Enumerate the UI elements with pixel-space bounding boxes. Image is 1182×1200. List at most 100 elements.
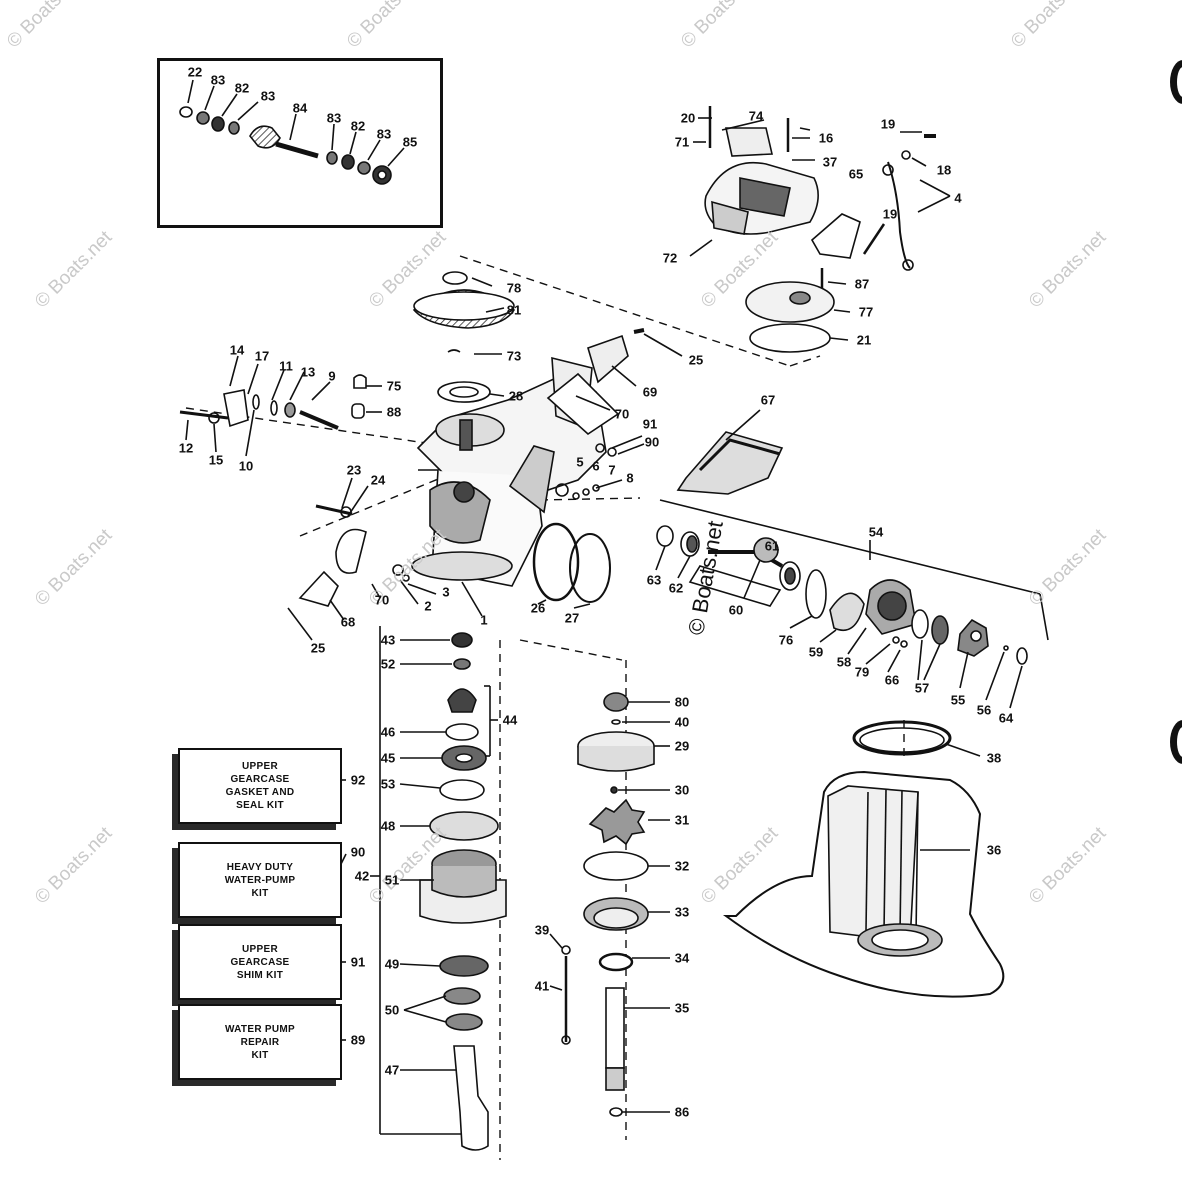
kit-label: WATER PUMP REPAIR KIT	[224, 1023, 296, 1061]
callout-label: 86	[674, 1104, 690, 1120]
kit-label: UPPER GEARCASE SHIM KIT	[230, 943, 290, 981]
callout-label: 51	[384, 872, 400, 888]
callout-label: 79	[854, 664, 870, 680]
callout-label: 7	[608, 462, 616, 478]
callout-label: 63	[646, 572, 662, 588]
callout-label: 39	[534, 922, 550, 938]
callout-label: 92	[350, 772, 366, 788]
callout-label: 42	[354, 868, 370, 884]
callout-label: 38	[986, 750, 1002, 766]
inset-parts	[179, 79, 405, 185]
callout-label: 43	[380, 632, 396, 648]
callout-label: 67	[760, 392, 776, 408]
callout-label: 1	[480, 612, 488, 628]
kit-box-heavy-duty-water-pump: HEAVY DUTY WATER-PUMP KIT	[178, 842, 342, 918]
callout-label: 88	[386, 404, 402, 420]
callout-label: 90	[644, 434, 660, 450]
callout-label: 74	[748, 108, 764, 124]
callout-label: 62	[668, 580, 684, 596]
callout-label: 9	[328, 368, 336, 384]
callout-label: 90	[350, 844, 366, 860]
callout-label: 13	[300, 364, 316, 380]
callout-label: 32	[674, 858, 690, 874]
callout-label: 12	[178, 440, 194, 456]
callout-label: 34	[674, 950, 690, 966]
callout-label: 55	[950, 692, 966, 708]
callout-label: 45	[380, 750, 396, 766]
callout-label: 80	[674, 694, 690, 710]
callout-label: 27	[564, 610, 580, 626]
callout-label: 47	[384, 1062, 400, 1078]
callout-label: 68	[340, 614, 356, 630]
callout-label: 89	[350, 1032, 366, 1048]
callout-label: 91	[350, 954, 366, 970]
callout-label: 70	[614, 406, 630, 422]
page-edge-mark	[1170, 720, 1182, 764]
callout-label: 4	[954, 190, 962, 206]
callout-label: 29	[674, 738, 690, 754]
callout-label: 58	[836, 654, 852, 670]
callout-label: 35	[674, 1000, 690, 1016]
callout-label: 77	[858, 304, 874, 320]
callout-label: 10	[238, 458, 254, 474]
callout-label: 31	[674, 812, 690, 828]
callout-label: 26	[530, 600, 546, 616]
callout-label: 19	[880, 116, 896, 132]
callout-label: 78	[506, 280, 522, 296]
callout-label: 41	[534, 978, 550, 994]
callout-label: 85	[402, 134, 418, 150]
callout-label: 83	[376, 126, 392, 142]
callout-label: 8	[626, 470, 634, 486]
inset-frame	[157, 58, 443, 228]
callout-label: 33	[674, 904, 690, 920]
callout-label: 73	[506, 348, 522, 364]
callout-label: 19	[882, 206, 898, 222]
callout-label: 3	[442, 584, 450, 600]
callout-label: 69	[642, 384, 658, 400]
callout-label: 83	[260, 88, 276, 104]
kit-box-gasket-seal: UPPER GEARCASE GASKET AND SEAL KIT	[178, 748, 342, 824]
upper-gearcase	[179, 271, 784, 641]
callout-label: 6	[592, 458, 600, 474]
callout-label: 56	[976, 702, 992, 718]
callout-label: 75	[386, 378, 402, 394]
kit-label: UPPER GEARCASE GASKET AND SEAL KIT	[225, 761, 295, 811]
callout-label: 25	[310, 640, 326, 656]
callout-label: 49	[384, 956, 400, 972]
callout-label: 60	[728, 602, 744, 618]
callout-label: 46	[380, 724, 396, 740]
callout-label: 48	[380, 818, 396, 834]
callout-label: 36	[986, 842, 1002, 858]
drive-shaft-stack	[337, 626, 507, 1151]
callout-label: 84	[292, 100, 308, 116]
callout-label: 59	[808, 644, 824, 660]
callout-label: 44	[502, 712, 518, 728]
callout-label: 20	[680, 110, 696, 126]
callout-label: 50	[384, 1002, 400, 1018]
callout-label: 17	[254, 348, 270, 364]
callout-label: 37	[822, 154, 838, 170]
water-pump-stack	[549, 692, 670, 1117]
callout-label: 71	[674, 134, 690, 150]
callout-label: 81	[506, 302, 522, 318]
callout-label: 54	[868, 524, 884, 540]
callout-label: 65	[848, 166, 864, 182]
callout-label: 21	[856, 332, 872, 348]
callout-label: 82	[350, 118, 366, 134]
callout-label: 91	[642, 416, 658, 432]
callout-label: 61	[764, 538, 780, 554]
callout-label: 72	[662, 250, 678, 266]
callout-label: 57	[914, 680, 930, 696]
callout-label: 52	[380, 656, 396, 672]
callout-label: 40	[674, 714, 690, 730]
callout-label: 11	[279, 358, 293, 374]
callout-label: 83	[326, 110, 342, 126]
callout-label: 30	[674, 782, 690, 798]
callout-label: 82	[234, 80, 250, 96]
cover-assembly	[689, 106, 951, 353]
callout-label: 64	[998, 710, 1014, 726]
callout-label: 14	[229, 342, 245, 358]
callout-label: 15	[208, 452, 224, 468]
kit-label: HEAVY DUTY WATER-PUMP KIT	[224, 861, 296, 899]
